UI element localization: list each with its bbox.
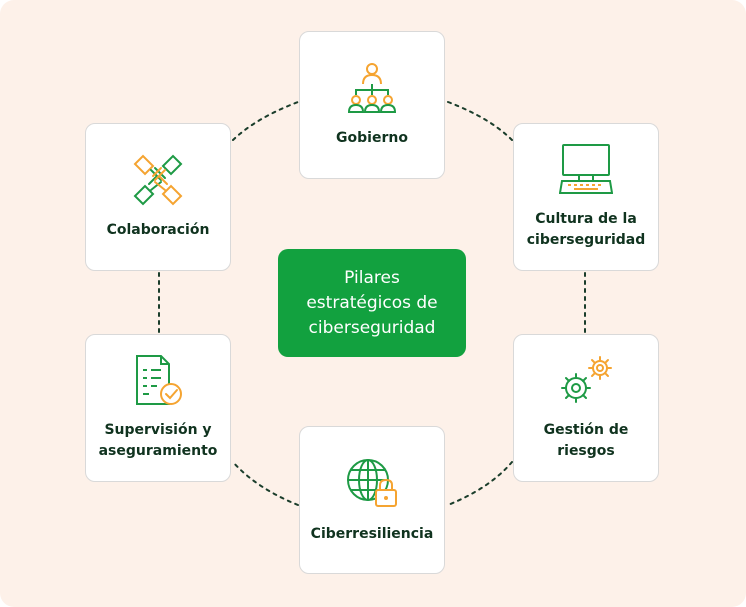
pillar-card-gestion: Gestión de riesgos: [513, 334, 659, 482]
connector-colab-gobierno: [232, 101, 299, 141]
pillar-card-ciberresiliencia: Ciberresiliencia: [299, 426, 445, 574]
pillar-card-colaboracion: Colaboración: [85, 123, 231, 271]
pillar-label-colaboracion: Colaboración: [106, 221, 210, 238]
center-title: Pilares estratégicos de ciberseguridad: [306, 267, 438, 338]
pillar-card-gobierno: Gobierno: [299, 31, 445, 179]
connector-gestion-ciber: [447, 461, 513, 506]
pillar-label-gestion: Gestión de riesgos: [543, 422, 629, 459]
pillar-label-gobierno: Gobierno: [336, 129, 408, 146]
connector-gobierno-cultura: [447, 101, 513, 141]
center-title-box: Pilares estratégicos de ciberseguridad: [278, 249, 466, 357]
connector-ciber-superv: [232, 461, 299, 506]
computer-icon: [559, 144, 613, 194]
pillar-label-ciberresiliencia: Ciberresiliencia: [310, 525, 434, 542]
pillar-card-supervision: Supervisión y aseguramiento: [85, 334, 231, 482]
document-check-icon: [136, 355, 182, 405]
gears-icon: [561, 356, 612, 403]
handshake-icon: [133, 154, 183, 205]
globe-lock-icon: [347, 458, 397, 507]
pillar-label-cultura: Cultura de la ciberseguridad: [526, 211, 646, 248]
pillar-label-supervision: Supervisión y aseguramiento: [98, 422, 218, 459]
org-chart-icon: [347, 62, 397, 113]
pillar-card-cultura: Cultura de la ciberseguridad: [513, 123, 659, 271]
